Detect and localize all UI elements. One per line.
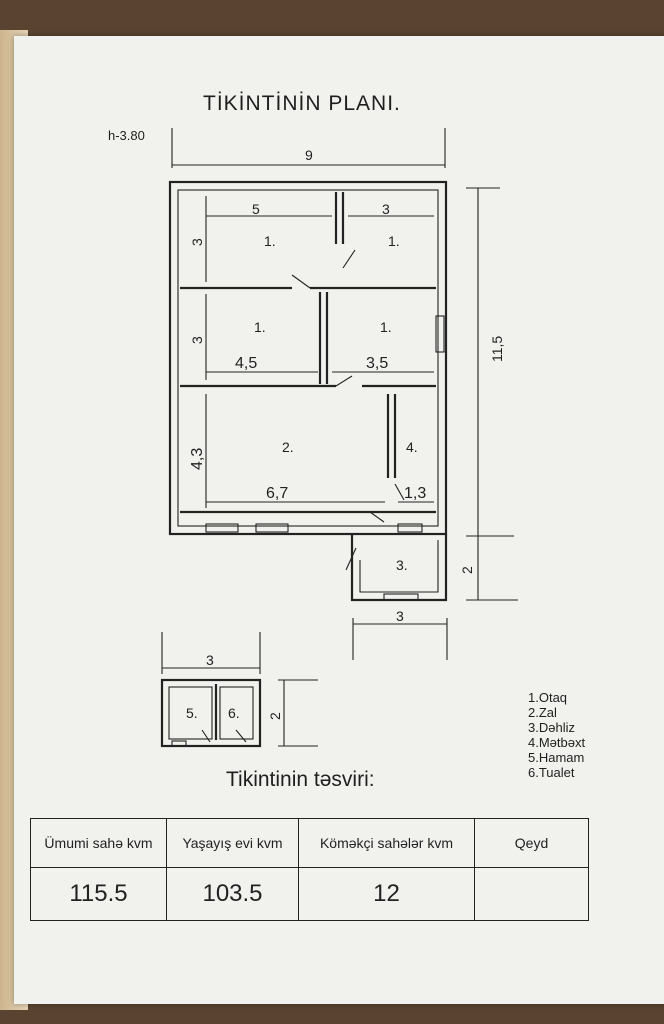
dim-mid-left-width: 4,5 [235,355,257,372]
room-label-c: 1. [254,319,266,335]
header-note: Qeyd [474,818,589,868]
room-legend: 1.Otaq 2.Zal 3.Dəhliz 4.Mətbəxt 5.Hamam … [528,690,585,780]
dim-mid-depth: 3 [189,336,205,344]
legend-item: 1.Otaq [528,690,568,705]
page-title: TİKİNTİNİN PLANI. [203,92,401,115]
description-title: Tikintinin təsviri: [226,768,375,791]
dim-hallway-width: 3 [396,608,404,624]
header-total-area: Ümumi sahə kvm [30,818,167,868]
room-label-hall: 2. [282,439,294,455]
dim-top-depth: 3 [189,238,205,246]
legend-item: 5.Hamam [528,750,585,765]
room-label-kitchen: 4. [406,439,418,455]
dim-outbuilding-depth: 2 [267,712,283,720]
value-living-area: 103.5 [166,867,299,921]
value-total-area: 115.5 [30,867,167,921]
room-label-a: 1. [264,233,276,249]
dim-outbuilding-width: 3 [206,652,214,668]
dim-hallway-depth: 2 [459,566,475,574]
legend-item: 2.Zal [528,705,557,720]
room-label-hallway: 3. [396,557,408,573]
room-label-b: 1. [388,233,400,249]
header-auxiliary-area: Köməkçi sahələr kvm [298,818,475,868]
dimension-hallway-depth: 2 [459,536,518,601]
value-auxiliary-area: 12 [298,867,475,921]
summary-table: Ümumi sahə kvm Yaşayış evi kvm Köməkçi s… [30,818,589,921]
table-row: 115.5 103.5 12 [30,867,589,921]
dim-mid-right-width: 3,5 [366,355,388,372]
table-header-row: Ümumi sahə kvm Yaşayış evi kvm Köməkçi s… [30,818,589,868]
height-label: h-3.80 [108,128,145,143]
dim-kitchen-width: 1,3 [404,485,426,502]
dimension-overall-width: 9 [171,128,446,168]
dim-hall-width: 6,7 [266,485,288,502]
room-label-toilet: 6. [228,705,240,721]
dim-overall-length: 11,5 [489,336,505,362]
dim-hall-depth: 4,3 [189,448,206,470]
dimension-overall-length: 11,5 [466,187,514,537]
room-label-bathroom: 5. [186,705,198,721]
header-living-area: Yaşayış evi kvm [166,818,299,868]
room-label-d: 1. [380,319,392,335]
dim-overall-width: 9 [305,147,313,163]
dim-top-left-width: 5 [252,201,260,217]
legend-item: 6.Tualet [528,765,575,780]
dim-top-right-width: 3 [382,201,390,217]
legend-item: 4.Mətbəxt [528,735,586,750]
outbuilding-plan: 3 5. 6. 2 [160,632,318,748]
legend-item: 3.Dəhliz [528,720,575,735]
value-note [474,867,589,921]
